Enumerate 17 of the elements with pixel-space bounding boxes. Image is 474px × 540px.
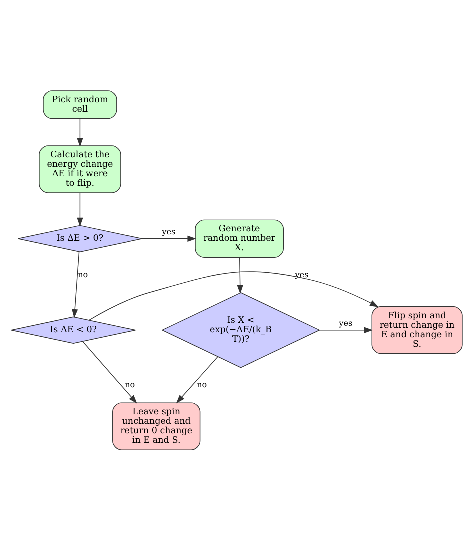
arrow (142, 235, 197, 242)
node-box: Calculate the energy change ΔE if it were to flip. (39, 145, 122, 193)
arrow (237, 257, 244, 294)
arrow (89, 271, 379, 320)
node-box: Leave spin unchanged and return 0 change in E and S. (112, 402, 201, 450)
node-diamond: Is ΔE > 0? (18, 224, 143, 252)
arrow (72, 251, 80, 318)
arrow (77, 192, 84, 226)
arrow (176, 356, 218, 404)
arrow (319, 326, 374, 333)
node-box: Flip spin and return change in E and change in S. (372, 306, 463, 354)
arrow (77, 118, 84, 147)
node-box: Generate random number X. (195, 219, 284, 258)
arrow (82, 341, 138, 404)
node-diamond: Is X < exp(−ΔE/(k_B T))? (162, 292, 320, 368)
node-box: Pick random cell (43, 90, 118, 119)
node-diamond: Is ΔE < 0? (11, 316, 136, 344)
